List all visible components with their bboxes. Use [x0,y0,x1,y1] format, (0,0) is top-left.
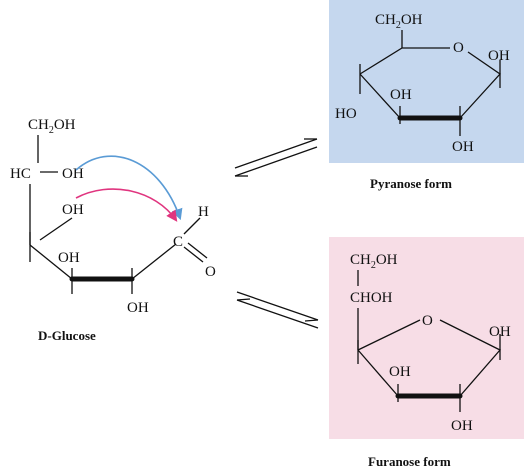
furanose-ch2oh-label: CH2OH [350,252,398,271]
curved-arrow-icon [75,155,183,221]
glucose-hc-label: HC [10,166,31,182]
furanose-ring-o-label: O [422,313,433,329]
furanose-c2-oh-label: OH [451,418,473,434]
d-glucose-structure: CH2OH HC OH OH OH OH C H O D-Glucose [10,117,216,343]
glucose-aldehyde-o-label: O [205,264,216,280]
glucose-caption: D-Glucose [38,328,96,343]
furanose-structure: CH2OH CHOH O OH OH OH Furanose form [350,252,511,469]
glucose-aldehyde-h-label: H [198,204,209,220]
furanose-anomeric-oh-label: OH [489,324,511,340]
pyranose-c2-oh-label: OH [452,139,474,155]
glucose-ch2oh-label: CH2OH [28,117,76,136]
furanose-c3-oh-label: OH [389,364,411,380]
pyranose-box [329,0,524,163]
glucose-hc-oh-label: OH [62,166,84,182]
pyranose-ring-o-label: O [453,40,464,56]
pyranose-caption: Pyranose form [370,176,452,191]
curved-arrow-icon [75,188,178,222]
pyranose-c4-ho-label: HO [335,106,357,122]
glucose-c2-oh-label: OH [127,300,149,316]
furanose-box [329,237,524,439]
furanose-chohh-label: CHOH [350,290,393,306]
glucose-c3-oh-label: OH [58,250,80,266]
equilibrium-arrow-icon [234,138,318,177]
pyranose-structure: CH2OH O OH OH HO OH Pyranose form [335,12,510,191]
glucose-c5-oh-label: OH [62,202,84,218]
equilibrium-arrow-icon [236,291,319,329]
glucose-aldehyde-c-label: C [173,234,183,250]
pyranose-c3-oh-label: OH [390,87,412,103]
pyranose-anomeric-oh-label: OH [488,48,510,64]
furanose-caption: Furanose form [368,454,451,469]
pyranose-ch2oh-label: CH2OH [375,12,423,31]
